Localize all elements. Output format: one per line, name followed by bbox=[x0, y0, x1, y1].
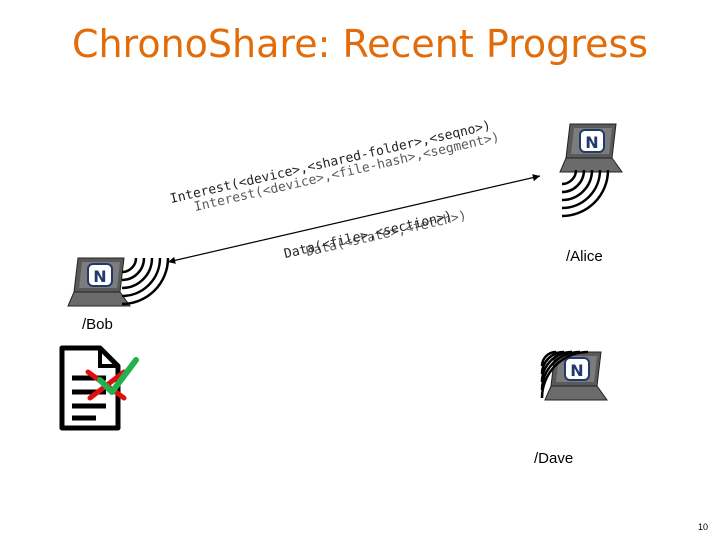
bob-wifi-waves-icon bbox=[121, 257, 170, 306]
check-mark-icon bbox=[97, 357, 139, 395]
alice-wifi-waves-icon bbox=[561, 169, 610, 218]
svg-text:N: N bbox=[585, 133, 598, 152]
svg-text:N: N bbox=[93, 267, 106, 286]
dave-wifi-waves-icon bbox=[540, 350, 589, 399]
ndn-logo-icon bbox=[87, 263, 113, 287]
bob-laptop-icon: N bbox=[67, 257, 131, 307]
svg-text:N: N bbox=[570, 361, 583, 380]
bob-label: /Bob bbox=[82, 316, 113, 333]
dave-laptop-icon: N bbox=[544, 351, 608, 401]
ndn-logo-icon bbox=[564, 357, 590, 381]
page-number: 10 bbox=[697, 522, 708, 532]
dave-label: /Dave bbox=[534, 450, 574, 467]
exchange-arrow bbox=[167, 174, 541, 264]
alice-laptop-icon: N bbox=[559, 123, 623, 173]
alice-label: /Alice bbox=[566, 248, 603, 265]
ndn-logo-icon bbox=[579, 129, 605, 153]
page-title: ChronoShare: Recent Progress bbox=[71, 22, 649, 66]
